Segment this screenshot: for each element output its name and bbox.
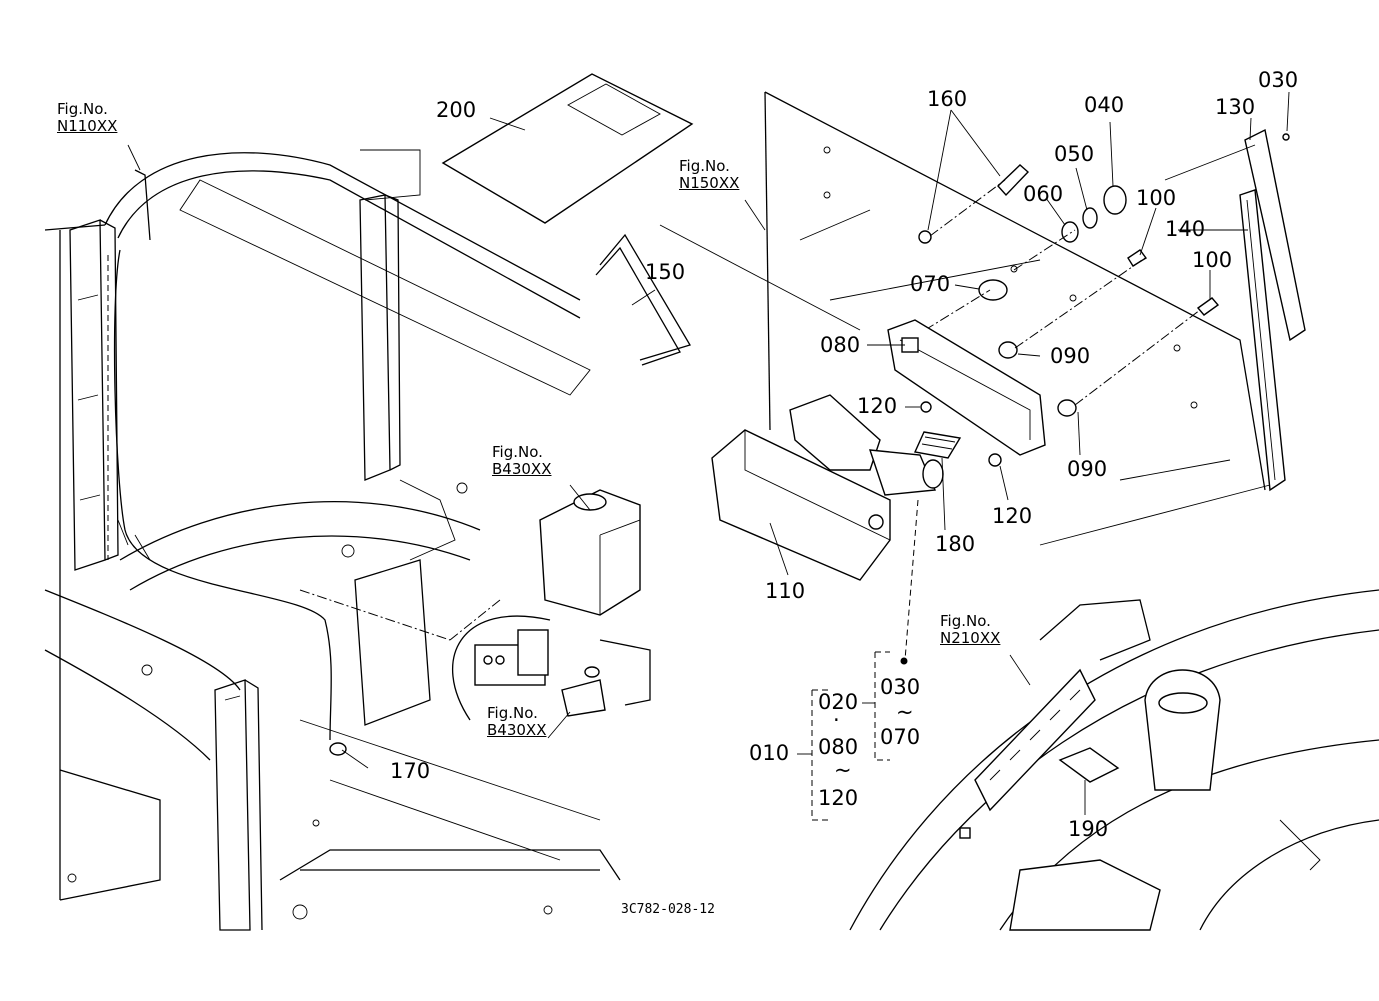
drawing-code: 3C782-028-12 (621, 902, 715, 917)
part-110-lamp (711, 429, 891, 581)
figure-ref-title: Fig.No. (57, 100, 108, 118)
figure-ref-n150xx: Fig.No. N150XX (679, 158, 739, 191)
part-label-140: 140 (1165, 217, 1206, 241)
figure-ref-title: Fig.No. (940, 612, 991, 630)
part-label-070: 070 (910, 272, 951, 296)
group-label-dot: · (833, 708, 840, 732)
part-label-080: 080 (820, 333, 861, 357)
part-label-120-upper: 120 (857, 394, 898, 418)
part-label-100-lower: 100 (1192, 248, 1233, 272)
figure-ref-number: N210XX (940, 628, 1001, 647)
figure-ref-b430xx-lower: Fig.No. B430XX (487, 705, 546, 738)
group-label-tilde-2: ~ (896, 700, 914, 724)
group-label-120: 120 (818, 786, 859, 810)
part-label-160: 160 (927, 87, 968, 111)
part-label-130: 130 (1215, 95, 1256, 119)
part-label-200: 200 (436, 98, 477, 122)
figure-ref-number: B430XX (492, 459, 552, 478)
part-label-110: 110 (765, 579, 806, 603)
figure-ref-title: Fig.No. (492, 443, 543, 461)
figure-ref-number: N110XX (57, 116, 118, 135)
group-label-070: 070 (880, 725, 921, 749)
group-label-tilde-1: ~ (834, 758, 852, 782)
part-label-170: 170 (390, 759, 431, 783)
part-label-090-upper: 090 (1050, 344, 1091, 368)
group-label-030: 030 (880, 675, 921, 699)
figure-ref-title: Fig.No. (487, 704, 538, 722)
part-080-bracket (887, 319, 1046, 456)
figure-ref-n110xx: Fig.No. N110XX (57, 101, 117, 134)
part-label-050: 050 (1054, 142, 1095, 166)
figure-ref-n210xx: Fig.No. N210XX (940, 613, 1000, 646)
part-label-180: 180 (935, 532, 976, 556)
part-200-sheet (441, 73, 694, 224)
leader-lines (127, 91, 1290, 821)
part-label-150: 150 (645, 260, 686, 284)
washer-tank (329, 489, 651, 756)
washer-small-parts (918, 164, 1220, 467)
group-label-010: 010 (749, 741, 790, 765)
wiper-motor (789, 394, 962, 496)
part-label-060: 060 (1023, 182, 1064, 206)
part-label-030: 030 (1258, 68, 1299, 92)
group-label-080: 080 (818, 735, 859, 759)
cab-frame (44, 149, 621, 931)
part-label-100-upper: 100 (1136, 186, 1177, 210)
fender-area (849, 589, 1379, 931)
part-label-120-lower: 120 (992, 504, 1033, 528)
part-label-040: 040 (1084, 93, 1125, 117)
part-label-090-lower: 090 (1067, 457, 1108, 481)
part-label-190: 190 (1068, 817, 1109, 841)
figure-ref-number: B430XX (487, 720, 547, 739)
figure-ref-b430xx-upper: Fig.No. B430XX (492, 444, 551, 477)
group-label-020: 020 (818, 690, 859, 714)
part-150-hose (595, 233, 691, 366)
rear-window-panel (659, 91, 1271, 546)
figure-ref-title: Fig.No. (679, 157, 730, 175)
figure-ref-number: N150XX (679, 173, 740, 192)
wiper-assembly (1164, 128, 1306, 492)
